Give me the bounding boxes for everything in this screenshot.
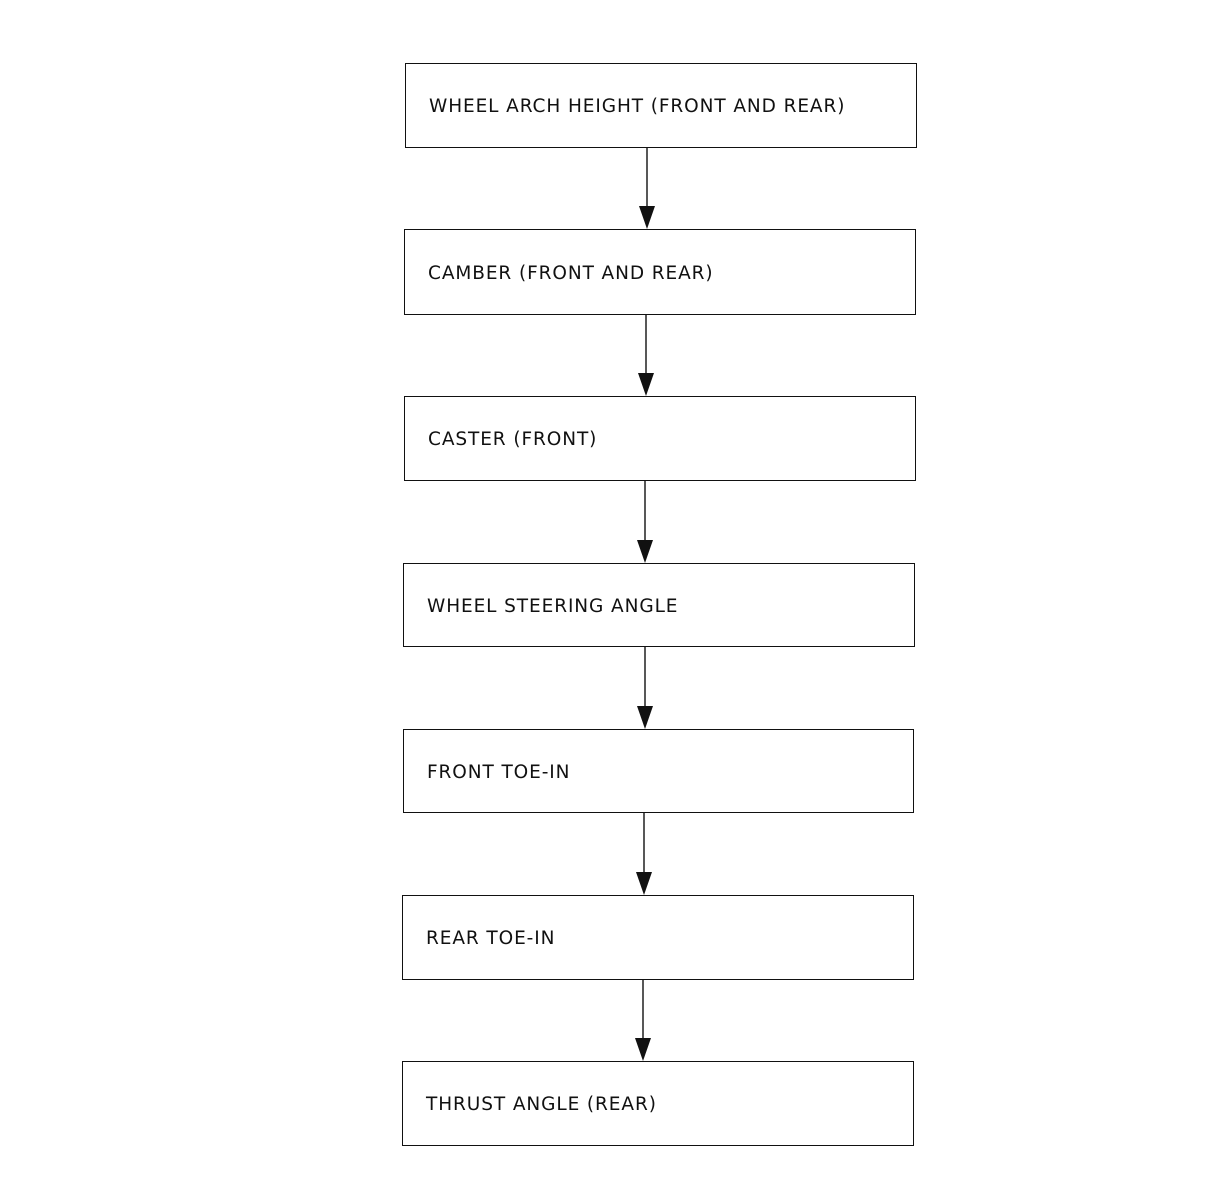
arrow-2-to-3	[638, 315, 654, 396]
step-label: WHEEL ARCH HEIGHT (FRONT AND REAR)	[429, 96, 846, 117]
step-box-caster: CASTER (FRONT)	[404, 396, 916, 481]
arrow-6-to-7	[635, 980, 651, 1061]
arrow-4-to-5	[637, 647, 653, 729]
arrow-1-to-2	[639, 148, 655, 229]
step-box-camber: CAMBER (FRONT AND REAR)	[404, 229, 916, 315]
step-box-rear-toe-in: REAR TOE-IN	[402, 895, 914, 980]
step-label: CASTER (FRONT)	[428, 429, 598, 450]
step-box-wheel-arch-height: WHEEL ARCH HEIGHT (FRONT AND REAR)	[405, 63, 917, 148]
step-box-thrust-angle: THRUST ANGLE (REAR)	[402, 1061, 914, 1146]
step-box-wheel-steering-angle: WHEEL STEERING ANGLE	[403, 563, 915, 647]
step-label: THRUST ANGLE (REAR)	[426, 1094, 657, 1115]
step-label: CAMBER (FRONT AND REAR)	[428, 262, 714, 284]
arrow-5-to-6	[636, 813, 652, 895]
step-box-front-toe-in: FRONT TOE-IN	[403, 729, 914, 813]
step-label: REAR TOE-IN	[426, 928, 556, 949]
arrow-3-to-4	[637, 481, 653, 563]
step-label: WHEEL STEERING ANGLE	[427, 595, 679, 617]
step-label: FRONT TOE-IN	[427, 761, 571, 783]
